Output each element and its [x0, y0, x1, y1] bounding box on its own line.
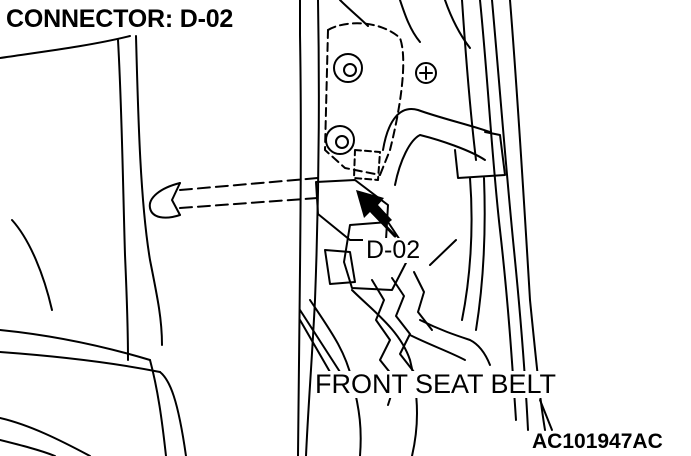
b-pillar: [297, 0, 553, 456]
connector-callout-label: D-02: [363, 238, 424, 263]
seat-belt-webbing: [309, 271, 491, 456]
bolt-lower: [325, 125, 355, 155]
dashed-harness-clip: [148, 177, 319, 219]
label-leader-lines: [299, 239, 457, 373]
figure-code: AC101947AC: [532, 430, 663, 453]
pointer-arrow: [356, 190, 397, 238]
bolt-upper: [333, 53, 363, 83]
harness-upper: [382, 108, 506, 331]
mounting-bracket: [324, 22, 405, 176]
ground-screw: [415, 62, 437, 84]
door-frame-outline: [0, 35, 187, 456]
diagram-title: CONNECTOR: D-02: [4, 6, 237, 35]
connector-d-02: [315, 149, 411, 291]
component-callout-label: FRONT SEAT BELT: [312, 371, 560, 398]
